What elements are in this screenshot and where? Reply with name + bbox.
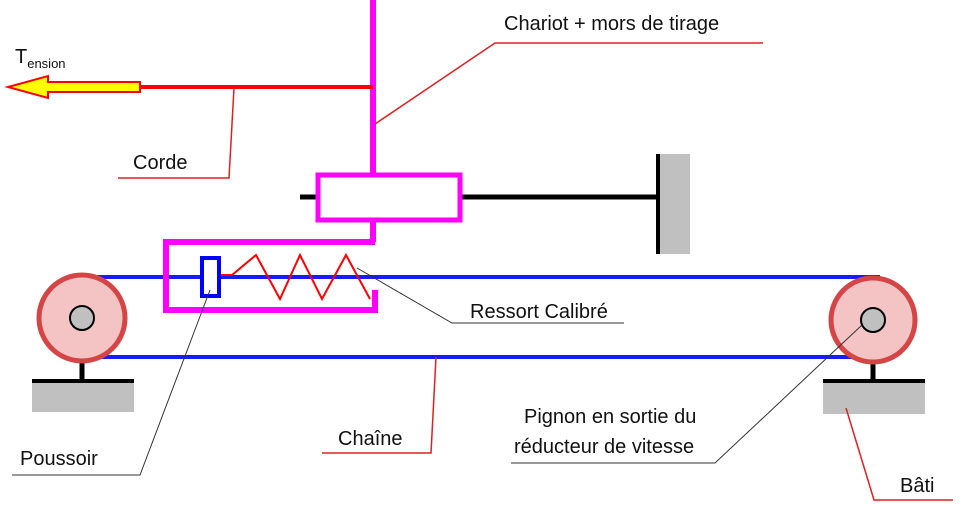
chaine-label: Chaîne (338, 428, 403, 450)
left-pulley-axle (69, 305, 95, 331)
pignon-label-line1: Pignon en sortie du (524, 406, 696, 428)
ressort-label: Ressort Calibré (470, 301, 608, 323)
calibrated-spring (220, 252, 371, 302)
fixed-anchor-block (658, 154, 690, 254)
leader-poussoir (12, 289, 211, 476)
left-frame-block (32, 381, 134, 412)
chariot-label: Chariot + mors de tirage (504, 13, 719, 35)
leader-chaine (322, 356, 437, 454)
spring-housing (163, 239, 378, 313)
leader-pignon (511, 324, 863, 464)
poussoir-label: Poussoir (20, 448, 98, 470)
right-frame-block (823, 381, 925, 414)
bati-label: Bâti (900, 475, 934, 497)
tension-label: Tension (15, 46, 66, 71)
leader-corde (118, 87, 235, 179)
leader-ressort (356, 267, 624, 324)
leader-bati (845, 407, 953, 501)
right-pulley-axle (860, 307, 886, 333)
tension-arrow (4, 74, 141, 100)
pignon-label-line2: réducteur de vitesse (514, 436, 694, 458)
chariot-slider-block (315, 172, 463, 223)
corde-label: Corde (133, 152, 187, 174)
leader-chariot (374, 42, 763, 125)
pusher-block (200, 256, 221, 298)
